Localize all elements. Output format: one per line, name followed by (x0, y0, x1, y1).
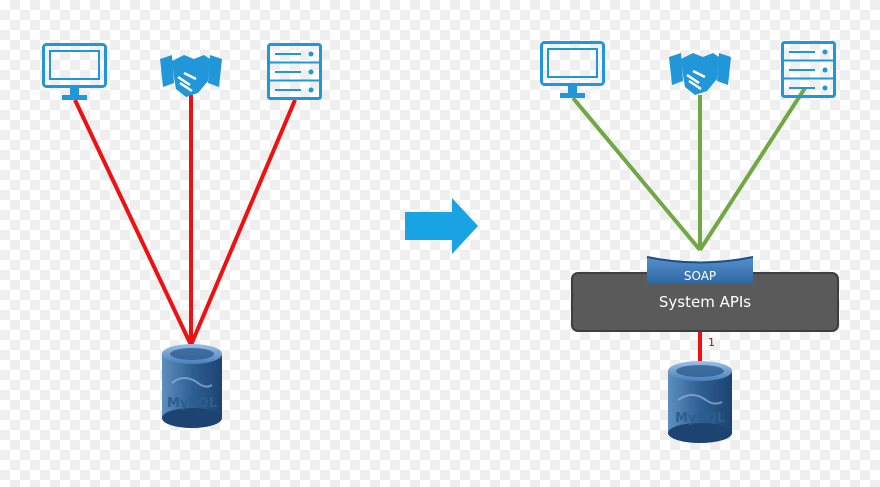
soap-label: SOAP (684, 269, 716, 283)
database-icon: MySQL (668, 361, 732, 443)
right-link-desktop (571, 96, 702, 252)
connection-count: 1 (708, 336, 715, 349)
system-apis-layer: System APIs (571, 272, 839, 332)
right-arrow-icon (405, 198, 478, 254)
desktop-icon (42, 43, 107, 100)
right-connections (571, 86, 807, 252)
handshake-icon (669, 53, 731, 95)
server-icon (267, 43, 322, 100)
left-connections (73, 95, 297, 346)
system-apis-label: System APIs (659, 293, 751, 311)
handshake-icon (160, 55, 222, 97)
server-icon (781, 41, 836, 98)
database-icon: MySQL (162, 344, 222, 428)
desktop-icon (540, 41, 605, 98)
left-link-desktop (73, 99, 193, 346)
left-link-server (189, 99, 297, 346)
mysql-logo: MySQL (675, 411, 725, 426)
soap-endpoint: SOAP (646, 256, 754, 283)
right-link-server (698, 86, 807, 252)
mysql-logo: MySQL (167, 396, 217, 411)
